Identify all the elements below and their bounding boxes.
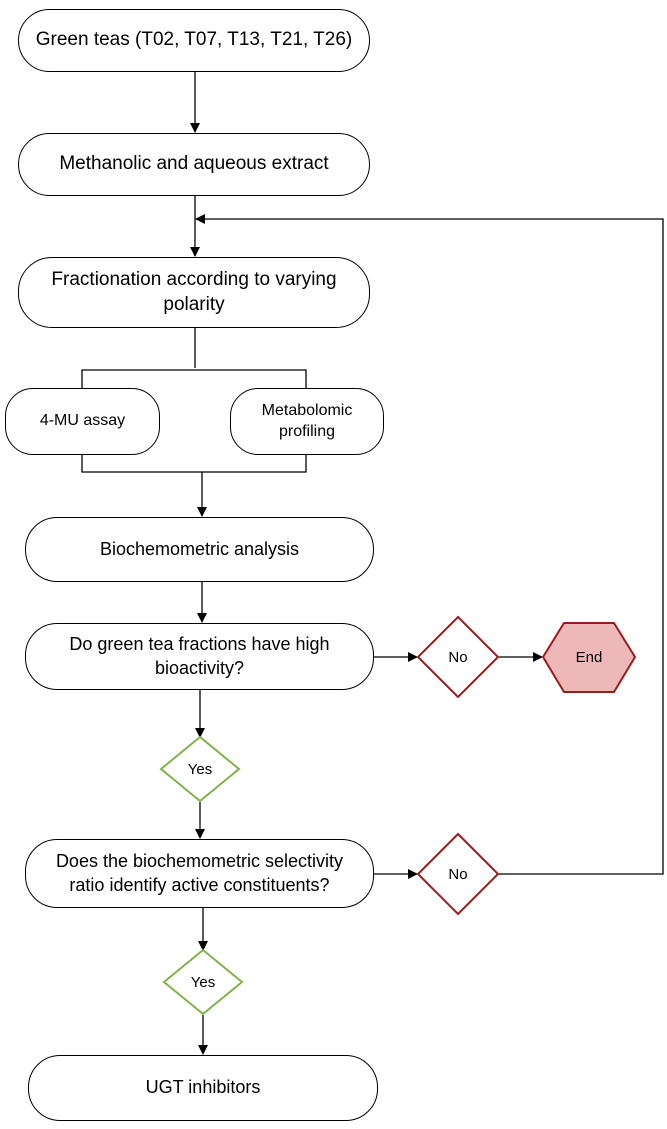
- node-question2: Does the biochemometric selectivity rati…: [25, 839, 374, 908]
- yes1-label: Yes: [187, 760, 213, 778]
- split-bracket-top: [81, 369, 307, 388]
- node-biochemometric-analysis: Biochemometric analysis: [25, 517, 374, 582]
- node-question1: Do green tea fractions have high bioacti…: [25, 623, 374, 690]
- yes1-diamond: [159, 735, 241, 803]
- yes2-label: Yes: [190, 973, 216, 991]
- no2-diamond: [416, 832, 500, 916]
- arrow-no2-loop-back: [195, 214, 664, 875]
- node-ugt-inhibitors: UGT inhibitors: [28, 1055, 378, 1121]
- no2-label: No: [448, 865, 468, 883]
- yes2-diamond: [162, 948, 244, 1016]
- node-start: Green teas (T02, T07, T13, T21, T26): [18, 9, 370, 72]
- end-hexagon: [541, 622, 637, 693]
- no1-label: No: [448, 648, 468, 666]
- node-metabolomic-profiling: Metabolomic profiling: [230, 388, 384, 455]
- no1-diamond: [416, 615, 500, 699]
- node-fractionation: Fractionation according to varying polar…: [18, 257, 370, 328]
- node-4mu-assay: 4-MU assay: [5, 388, 160, 455]
- end-label: End: [575, 648, 603, 666]
- node-extract: Methanolic and aqueous extract: [18, 133, 370, 196]
- split-bracket-bottom: [81, 455, 307, 473]
